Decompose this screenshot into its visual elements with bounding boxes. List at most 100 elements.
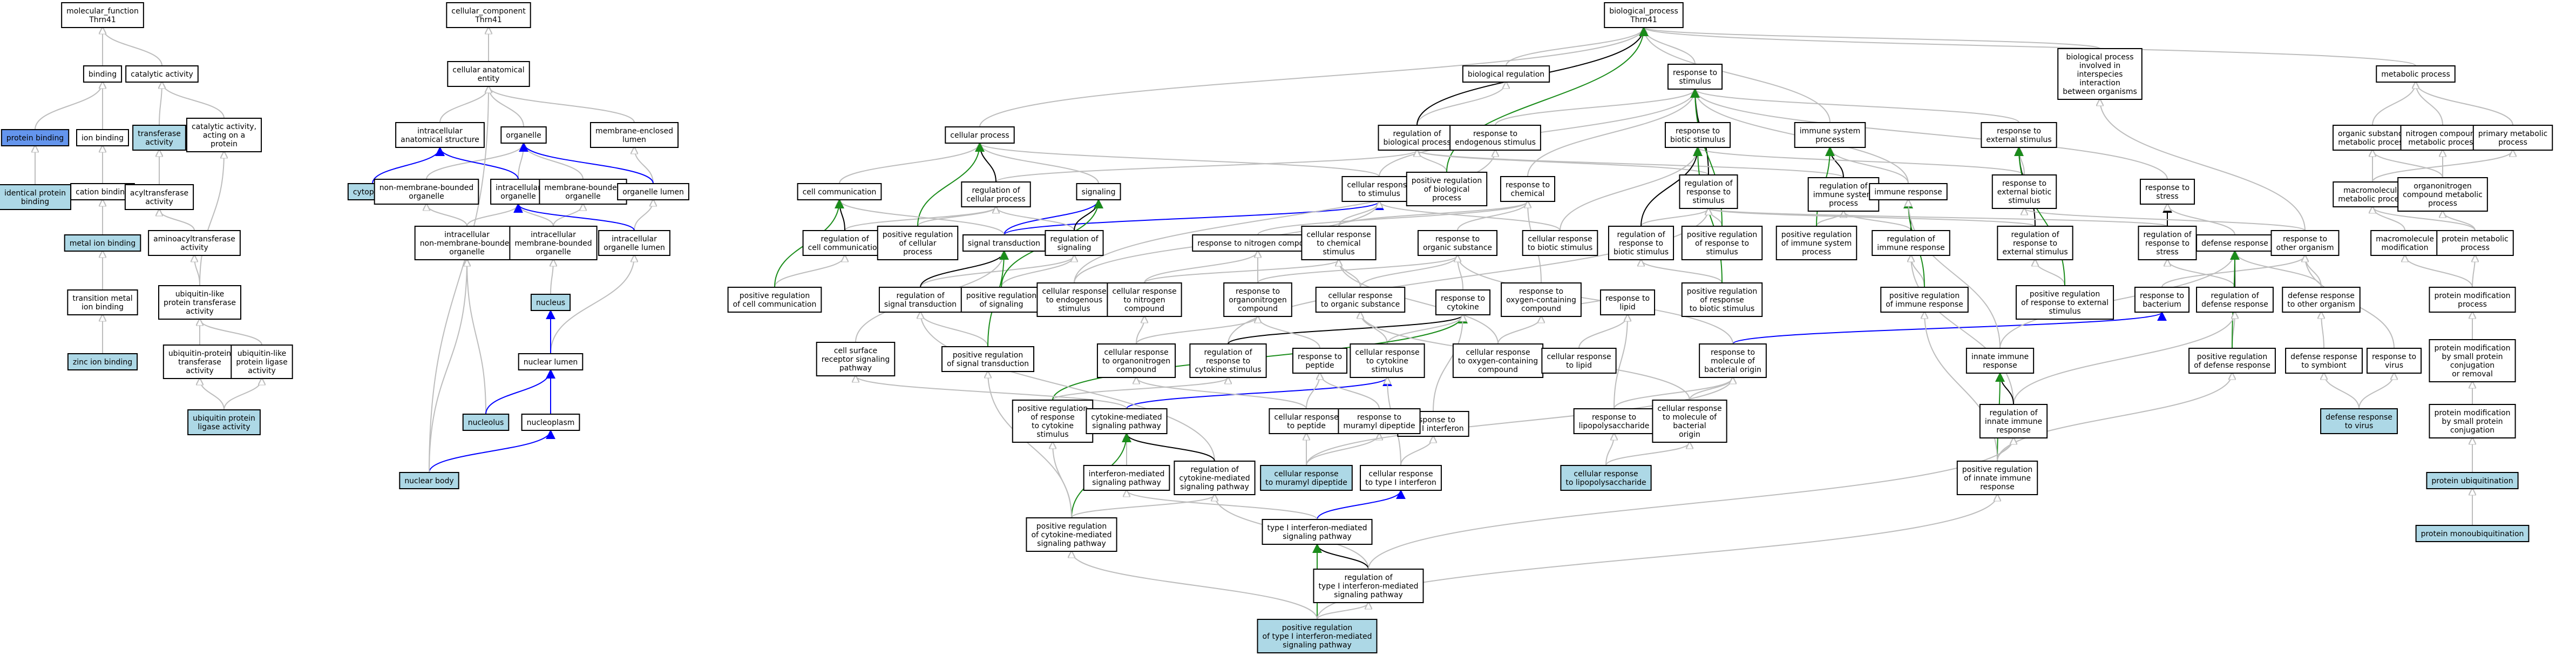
go-term-node[interactable]: cation binding <box>70 183 135 200</box>
go-term-node[interactable]: protein binding <box>1 129 70 146</box>
go-term-node[interactable]: organelle <box>500 126 547 144</box>
go-term-node[interactable]: nuclear lumen <box>518 353 584 370</box>
go-term-node[interactable]: zinc ion binding <box>67 353 138 370</box>
go-term-node[interactable]: regulation ofcytokine-mediatedsignaling … <box>1174 461 1256 495</box>
go-term-node[interactable]: organelle lumen <box>617 183 689 200</box>
go-term-node[interactable]: nuclear body <box>399 472 459 489</box>
go-term-node[interactable]: nucleus <box>530 294 571 311</box>
go-term-node[interactable]: catalytic activity <box>125 65 199 83</box>
go-term-node[interactable]: cell communication <box>797 183 882 200</box>
go-term-node[interactable]: biological regulation <box>1462 65 1550 83</box>
go-term-node[interactable]: nucleolus <box>462 414 510 431</box>
go-term-node[interactable]: immune response <box>1869 183 1948 200</box>
go-term-node[interactable]: binding <box>83 65 123 83</box>
go-term-node[interactable]: cellular process <box>945 126 1015 144</box>
go-term-node[interactable]: metal ion binding <box>64 234 141 252</box>
go-term-node[interactable]: ion binding <box>76 129 129 146</box>
go-term-node[interactable]: intracellularnon-membrane-boundedorganel… <box>414 226 520 260</box>
go-term-node[interactable]: defense response <box>2196 234 2274 252</box>
